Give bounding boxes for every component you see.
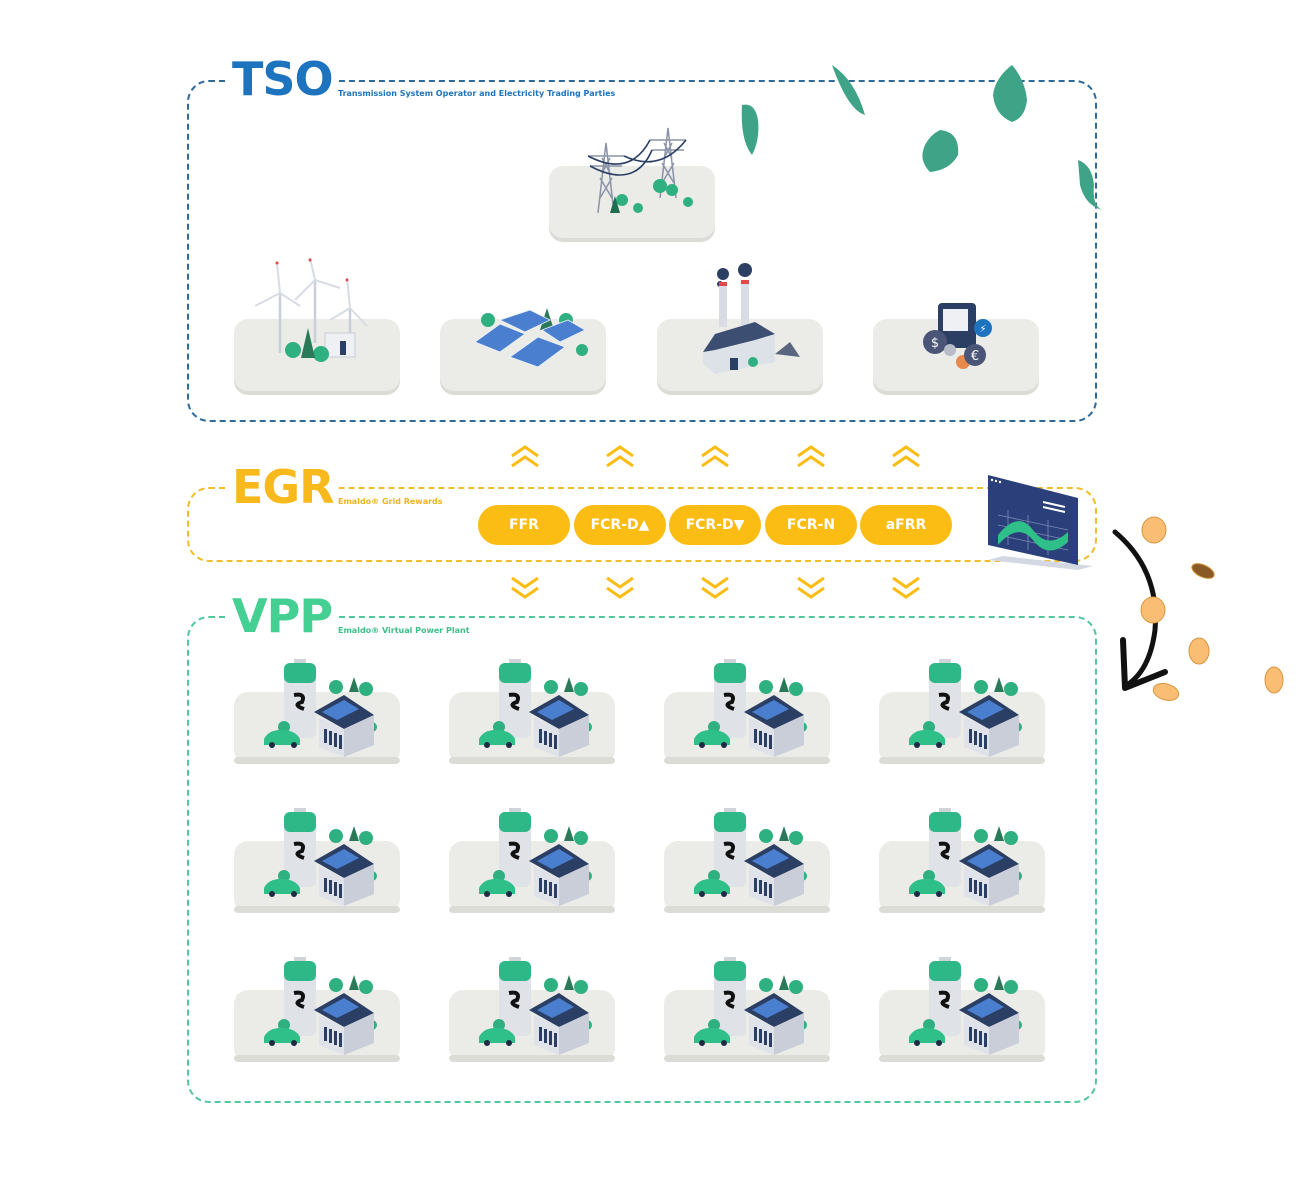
solar-panel-icon [474,308,588,368]
chevron-down-icon [606,576,634,599]
service-pill-fcr-d-up[interactable]: FCR-D▲ [574,505,666,545]
vpp-subtitle: Emaldo® Virtual Power Plant [336,626,472,635]
service-pill-fcr-d-down[interactable]: FCR-D▼ [669,505,761,545]
chevron-down-icon [797,576,825,599]
vpp-group-frame [187,616,1097,1103]
battery-house-ev-icon [234,659,400,764]
vpp-home-tile [234,806,404,930]
chevron-up-icon [892,445,920,468]
coin-icon [1152,683,1180,701]
wind-turbine-icon [255,258,368,362]
leaf-icon [1078,160,1102,210]
vpp-title: VPP [228,593,337,639]
coin-icon [1141,516,1167,544]
leaf-icon [922,130,959,172]
svg-text:⚡: ⚡ [979,324,986,335]
leaf-icon [993,65,1027,122]
battery-house-ev-icon [234,957,400,1062]
coin-icon [1140,596,1166,624]
battery-house-ev-icon [449,808,615,913]
chevron-up-icon [701,445,729,468]
curved-arrow-down-icon [1112,529,1168,691]
service-pill-ffr[interactable]: FFR [478,505,570,545]
vpp-home-tile [449,955,619,1079]
svg-text:€: € [971,349,979,364]
leaves-decoration [741,65,1102,210]
coins-decoration [1140,516,1284,701]
chart-monitor-icon [988,475,1093,570]
vpp-home-tile [234,657,404,781]
chevron-down-icon [701,576,729,599]
chevron-up-icon [606,445,634,468]
battery-house-ev-icon [879,659,1045,764]
egr-group-frame [187,487,1097,562]
svg-text:$: $ [931,336,939,351]
coin-icon [1264,666,1284,694]
vpp-home-tile [449,657,619,781]
service-pill-fcr-n[interactable]: FCR-N [765,505,857,545]
vpp-home-tile [664,806,834,930]
chevron-up-icon [511,445,539,468]
battery-house-ev-icon [234,808,400,913]
leaf-icon [832,65,865,115]
battery-house-ev-icon [879,808,1045,913]
chevron-up-icon [797,445,825,468]
vpp-home-tile [449,806,619,930]
vpp-home-tile [879,657,1049,781]
factory-icon [703,263,800,374]
money-meter-icon: ⚡ $ € [923,303,992,369]
power-pylon-icon [587,127,693,214]
egr-subtitle: Emaldo® Grid Rewards [336,497,445,506]
tso-title: TSO [228,56,337,102]
vpp-home-tile [664,955,834,1079]
coin-icon [1191,563,1215,579]
battery-house-ev-icon [879,957,1045,1062]
vpp-home-tile [879,806,1049,930]
vpp-home-tile [879,955,1049,1079]
tso-group-frame [187,80,1097,422]
chevron-down-icon [892,576,920,599]
vpp-home-tile [234,955,404,1079]
battery-house-ev-icon [449,957,615,1062]
battery-house-ev-icon [449,659,615,764]
tso-subtitle: Transmission System Operator and Electri… [336,89,618,98]
vpp-home-tile [664,657,834,781]
battery-house-ev-icon [664,808,830,913]
battery-house-ev-icon [664,659,830,764]
egr-title: EGR [228,464,338,510]
coin-icon [1188,637,1210,665]
service-pill-afrr[interactable]: aFRR [860,505,952,545]
battery-house-ev-icon [664,957,830,1062]
chevron-down-icon [511,576,539,599]
leaf-icon [741,104,759,155]
